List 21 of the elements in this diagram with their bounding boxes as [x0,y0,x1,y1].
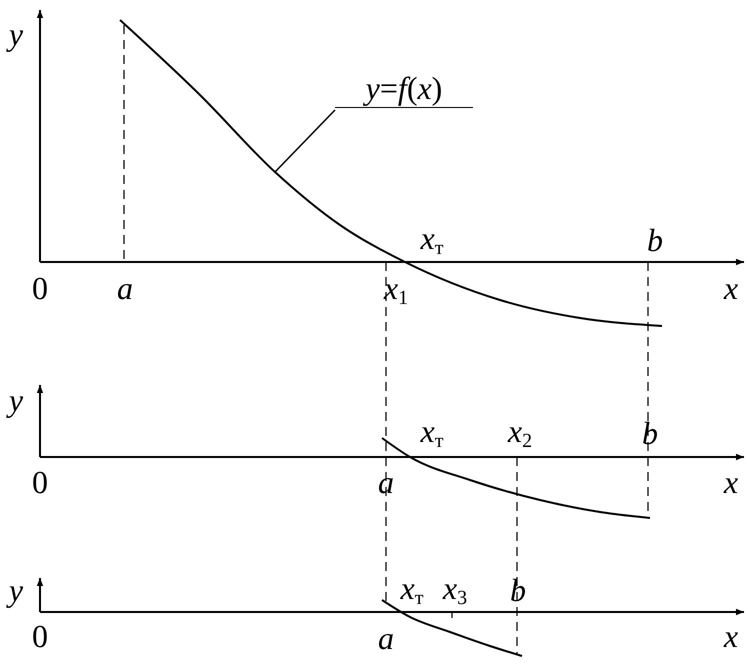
axis-label: y [8,384,24,416]
endpoint-label: a [117,272,133,304]
root-label: x$_{т}$ [420,222,444,258]
root-label: x$_{т}$ [420,415,444,451]
axis-label: y [8,18,24,50]
point-label: x$_{3}$ [442,572,468,608]
axis-label: x [724,272,738,304]
endpoint-label: b [647,224,663,256]
leader-line [274,109,336,173]
axis-label: x [724,466,738,498]
axis-label: x [724,620,738,652]
root-label: x$_{т}$ [400,572,424,608]
axis-label: y [8,574,24,606]
endpoint-label: a [378,622,394,654]
origin-label: 0 [32,272,48,304]
endpoint-label: a [378,466,394,498]
point-label: x$_{2}$ [508,415,532,451]
function-curve [119,19,662,327]
origin-label: 0 [32,620,48,652]
endpoint-label: b [510,574,526,606]
origin-label: 0 [32,466,48,498]
